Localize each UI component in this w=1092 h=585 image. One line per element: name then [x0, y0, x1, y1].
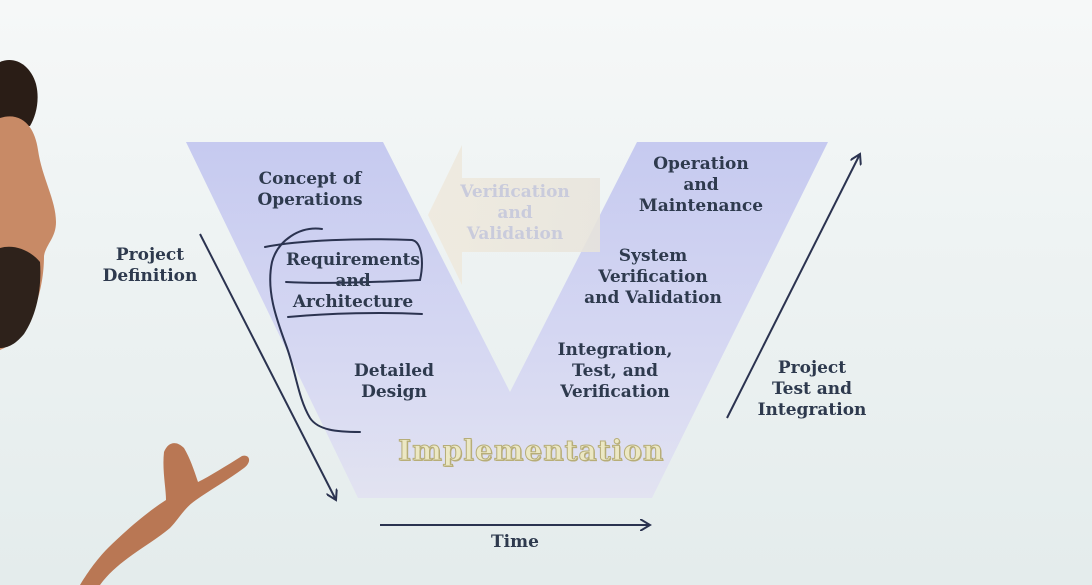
requirements-architecture-label: Requirements and Architecture [285, 250, 420, 312]
center-arrow [428, 145, 600, 285]
concept-of-operations-label: Concept of Operations [257, 169, 363, 210]
presenter-figure [0, 60, 250, 585]
verification-validation-arrow-label: Verification and Validation [460, 182, 570, 244]
project-test-integration-label: Project Test and Integration [757, 358, 867, 420]
project-definition-label: Project Definition [102, 245, 198, 286]
time-label: Time [491, 532, 539, 552]
project-test-arrow [726, 154, 860, 419]
handwritten-underline [287, 312, 423, 318]
project-definition-arrow [199, 233, 336, 500]
detailed-design-label: Detailed Design [353, 361, 435, 402]
presenter-beard [0, 246, 41, 348]
system-verification-validation-label: System Verification and Validation [584, 246, 722, 308]
implementation-label: Implementation [397, 434, 665, 468]
presenter-hand [80, 443, 250, 585]
presenter-hair [0, 60, 38, 130]
v-shape [186, 142, 828, 498]
operation-maintenance-label: Operation and Maintenance [638, 154, 764, 216]
integration-test-verification-label: Integration, Test, and Verification [557, 340, 673, 402]
handwritten-box [264, 238, 423, 284]
